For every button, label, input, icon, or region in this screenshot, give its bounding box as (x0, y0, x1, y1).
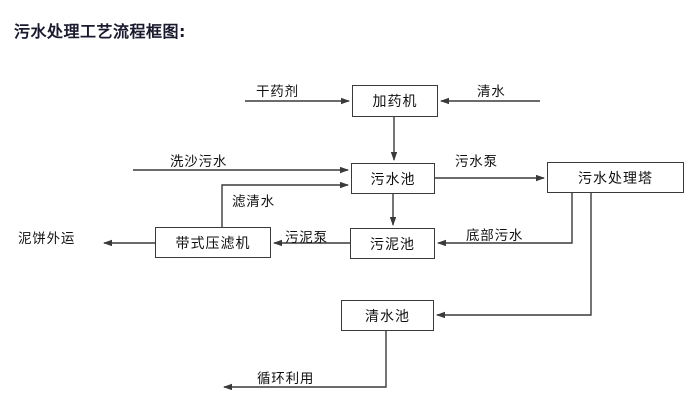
page-title: 污水处理工艺流程框图: (14, 22, 186, 41)
edge-tower-to-clear-water-pool (436, 193, 592, 319)
node-dosing-machine[interactable]: 加药机 (352, 85, 438, 117)
edge-label-mud-cake-transport: 泥饼外运 (18, 231, 76, 247)
edge-label-clean-water: 清水 (477, 84, 506, 100)
edge-tower-to-sludge-pool (437, 193, 573, 247)
node-sewage-treatment-tower[interactable]: 污水处理塔 (547, 162, 684, 193)
edge-label-bottom-sewage: 底部污水 (466, 228, 524, 244)
edge-belt-filter-press-to-sewage-pool (221, 181, 349, 227)
edge-label-filtered-clear-water: 滤清水 (232, 194, 275, 210)
node-sewage-pool[interactable]: 污水池 (351, 163, 435, 194)
node-belt-filter-press[interactable]: 带式压滤机 (155, 227, 271, 258)
edge-label-sewage-pump: 污水泵 (455, 154, 498, 170)
node-label: 加药机 (372, 94, 418, 110)
node-label: 污水池 (370, 171, 416, 188)
node-label: 污泥池 (370, 236, 415, 253)
edge-label-recycle-use: 循环利用 (257, 371, 315, 387)
edge-label-dry-chemical: 干药剂 (256, 84, 299, 100)
node-label: 带式压滤机 (175, 235, 251, 252)
node-label: 清水池 (365, 308, 410, 325)
edge-label-sand-washing-sewage: 洗沙污水 (170, 154, 228, 170)
node-sludge-pool[interactable]: 污泥池 (350, 228, 435, 259)
node-label: 污水处理塔 (578, 170, 653, 187)
edge-label-sludge-pump: 污泥泵 (285, 230, 328, 246)
node-clear-water-pool[interactable]: 清水池 (341, 300, 434, 331)
edge-clear-water-pool-to-recycle (223, 331, 387, 391)
